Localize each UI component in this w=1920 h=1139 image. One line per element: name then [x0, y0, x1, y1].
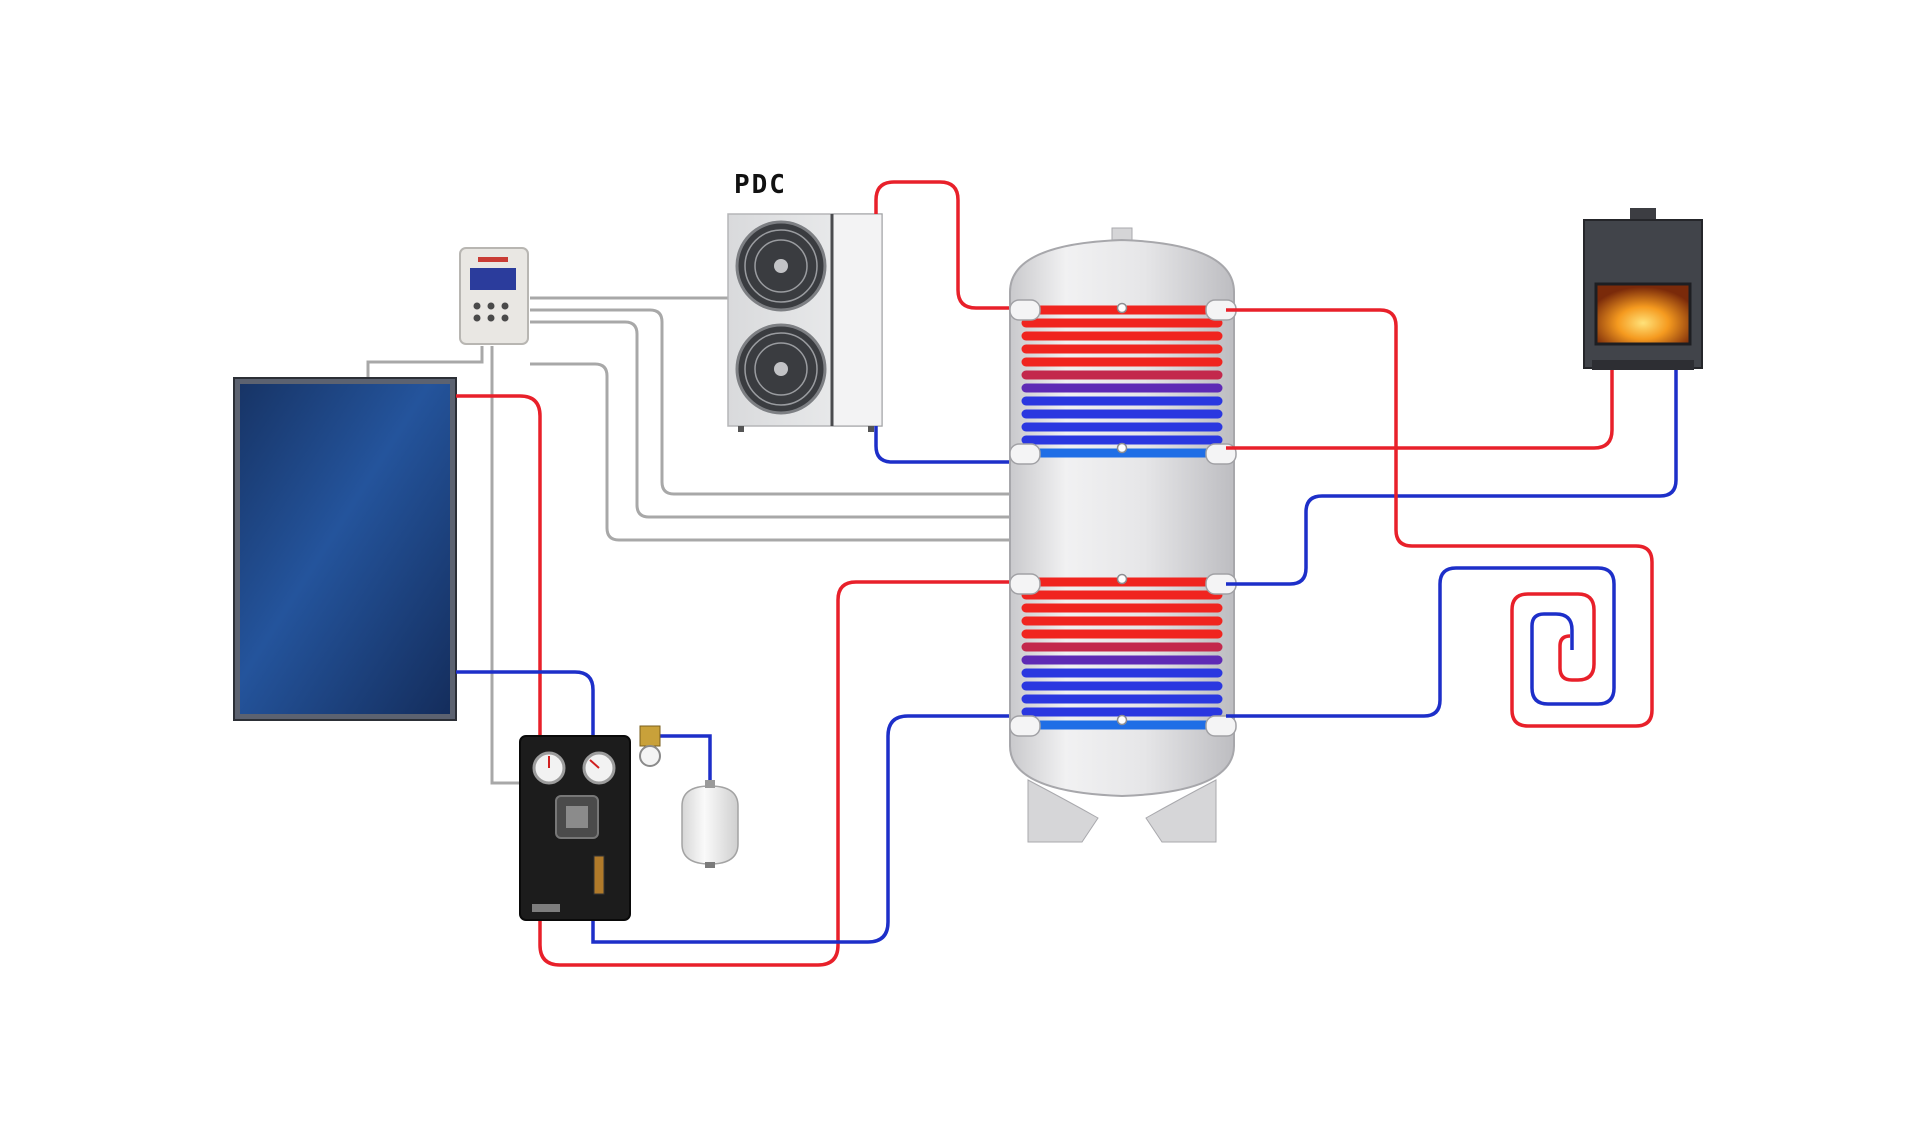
controller-brand-strip — [478, 257, 508, 262]
controller-icon — [459, 247, 529, 345]
tank-top-nipple — [1111, 227, 1133, 241]
expansion-vessel-icon — [681, 785, 739, 865]
vessel-link-pipe — [640, 734, 712, 790]
tank-connectors — [1009, 299, 1237, 737]
heat-pump-label: PDC — [734, 170, 787, 200]
wire-controller-to-station — [490, 346, 520, 785]
station-return-red — [538, 580, 1020, 967]
fireplace-window — [1594, 282, 1692, 346]
solar-hot-pipe — [456, 394, 542, 740]
fireplace-flow-red — [1226, 370, 1614, 450]
heat-pump-hot-pipe — [874, 180, 1022, 310]
heat-pump-foot-left — [738, 426, 744, 432]
heat-pump-side — [831, 213, 883, 427]
tank-sensors — [1116, 302, 1128, 726]
fireplace-flue — [1630, 208, 1656, 220]
fireplace-base — [1592, 360, 1694, 370]
fireplace[interactable] — [1583, 208, 1703, 370]
solar-cold-pipe — [456, 670, 595, 736]
safety-valve — [639, 725, 661, 767]
expansion-vessel[interactable] — [681, 780, 739, 868]
pressure-gauge-icon — [639, 745, 661, 767]
heat-pump-foot-right — [868, 426, 874, 432]
fan-top-icon — [735, 220, 827, 312]
pump-station[interactable] — [519, 735, 631, 921]
solar-controller[interactable] — [459, 247, 529, 345]
controller-buttons — [473, 302, 509, 322]
wire-controller-to-panel — [366, 346, 484, 380]
fireplace-pipes — [1226, 308, 1678, 728]
flow-meter-icon — [593, 855, 605, 895]
tank-leg-left — [1027, 779, 1099, 843]
station-flow-blue — [591, 714, 1020, 944]
floor-heating-return-blue — [1226, 566, 1616, 718]
station-brand-plate — [532, 904, 560, 912]
fireplace-return-blue — [1226, 370, 1678, 586]
heat-pump-cold-pipe — [874, 426, 1022, 464]
pump-display — [566, 806, 588, 828]
fan-bottom-icon — [735, 323, 827, 415]
heat-pump-pipes — [874, 180, 1022, 464]
controller-screen — [470, 268, 516, 290]
wire-controller-to-tank-bottom — [530, 362, 1112, 542]
solar-pipes — [456, 394, 1020, 967]
floor-heating-flow-red — [1226, 308, 1654, 728]
heat-pump[interactable] — [727, 213, 883, 432]
wire-controller-to-tank-top — [530, 308, 1098, 496]
solar-collector[interactable] — [233, 377, 457, 721]
storage-tank[interactable] — [1009, 227, 1237, 843]
tank-leg-right — [1145, 779, 1217, 843]
solar-panel-icon — [240, 384, 450, 714]
